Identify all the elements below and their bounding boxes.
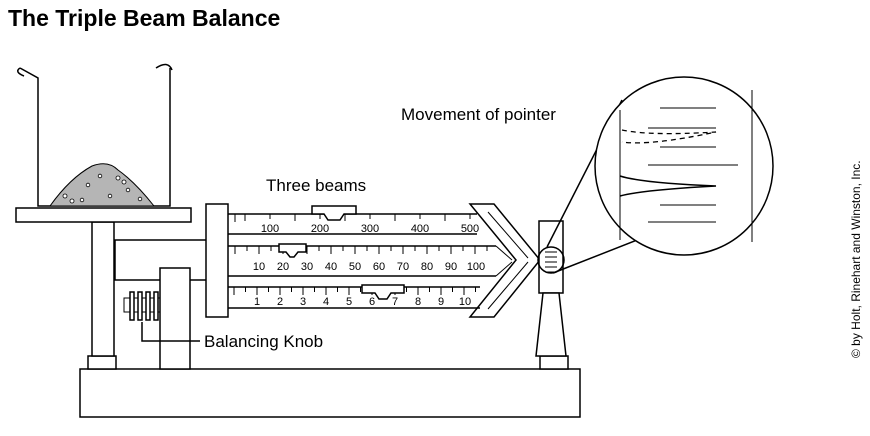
magnifier-connector: [552, 234, 651, 274]
beam-middle-tick-label: 60: [373, 261, 385, 273]
beam-bottom-tick-label: 8: [415, 296, 421, 308]
beam-middle-tick-label: 80: [421, 261, 433, 273]
beam-middle-tick-label: 50: [349, 261, 361, 273]
beam-top-tick-label: 400: [411, 223, 429, 235]
balancing-knob-label: Balancing Knob: [204, 332, 323, 351]
beaker-icon: [17, 63, 173, 207]
rider-top[interactable]: [311, 205, 357, 221]
sample-pile: [49, 163, 156, 207]
beam-bottom-tick-label: 2: [277, 296, 283, 308]
movement-of-pointer-label: Movement of pointer: [401, 105, 556, 124]
beam-middle-tick-label: 90: [445, 261, 457, 273]
beam-middle-tick-label: 40: [325, 261, 337, 273]
balancing-knob[interactable]: [123, 291, 161, 321]
pan-support: [91, 221, 211, 370]
beam-bottom-tick-label: 1: [254, 296, 260, 308]
rider-middle[interactable]: [278, 243, 307, 258]
beam-top-tick-label: 500: [461, 223, 479, 235]
beam-middle-tick-label: 10: [253, 261, 265, 273]
pointer-post: [535, 220, 567, 357]
beam-top-tick-label: 100: [261, 223, 279, 235]
beam-middle-tick-label: 70: [397, 261, 409, 273]
balance-base: [79, 355, 581, 418]
beam-middle-tick-label: 100: [467, 261, 485, 273]
pointer-needle-dashed: [621, 129, 717, 144]
beam-middle-tick-label: 30: [301, 261, 313, 273]
beam-bottom-tick-label: 10: [459, 296, 471, 308]
beam-bottom-tick-label: 5: [346, 296, 352, 308]
three-beams-label: Three beams: [266, 176, 366, 195]
diagram-title: The Triple Beam Balance: [8, 5, 280, 31]
rider-bottom[interactable]: [361, 284, 405, 300]
balancing-knob-leader: [141, 322, 200, 342]
beam-bottom-tick-label: 7: [392, 296, 398, 308]
pointer-magnifier: [594, 76, 774, 256]
pointer-needle: [619, 175, 717, 197]
beam-middle: 10 20 30 40 50 60 70 80 90 100: [234, 246, 488, 273]
beam-bottom-tick-label: 3: [300, 296, 306, 308]
balance-pan: [15, 207, 192, 223]
beam-housing: [205, 203, 541, 318]
beam-middle-tick-label: 20: [277, 261, 289, 273]
copyright-text: © by Holt, Rinehart and Winston, Inc.: [849, 160, 863, 358]
beam-top: 100 200 300 400 500: [234, 214, 479, 235]
beam-bottom: 1 2 3 4 5 6 7 8 9 10: [233, 287, 476, 308]
beam-bottom-tick-label: 4: [323, 296, 329, 308]
beam-top-tick-label: 200: [311, 223, 329, 235]
beam-bottom-tick-label: 9: [438, 296, 444, 308]
beam-bottom-tick-label: 6: [369, 296, 375, 308]
beam-top-tick-label: 300: [361, 223, 379, 235]
